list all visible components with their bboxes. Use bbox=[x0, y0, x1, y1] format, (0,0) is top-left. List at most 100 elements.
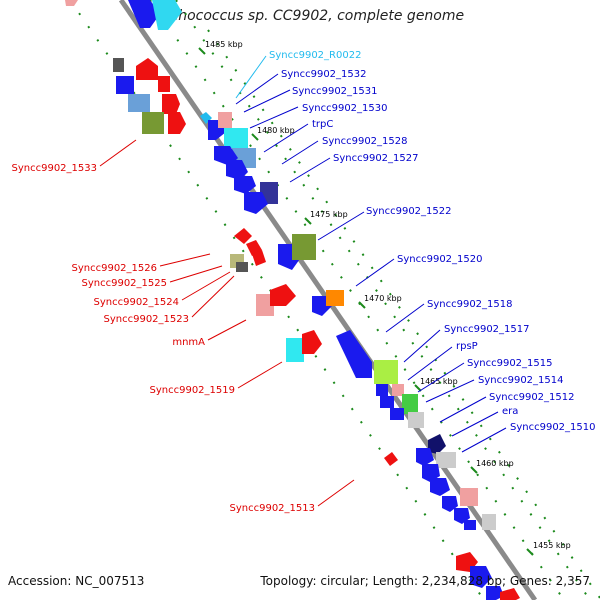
scale-mark-1455: 1455 kbp bbox=[533, 541, 571, 550]
gene-feature-1515a bbox=[376, 384, 388, 396]
gene-feature-1513 bbox=[384, 452, 398, 466]
gene-label-1510[interactable]: Syncc9902_1510 bbox=[510, 422, 596, 433]
gene-feature-1527a bbox=[226, 160, 248, 180]
topology-summary: Topology: circular; Length: 2,234,828 bp… bbox=[260, 574, 590, 588]
leader-1515 bbox=[417, 362, 465, 393]
gene-label-1517[interactable]: Syncc9902_1517 bbox=[444, 324, 530, 335]
gene-feature-1526 bbox=[234, 228, 252, 244]
gene-feature-top-clipped-1 bbox=[128, 0, 160, 28]
gene-feature-era bbox=[428, 434, 446, 454]
gene-label-1531[interactable]: Syncc9902_1531 bbox=[292, 86, 378, 97]
gene-label-1524[interactable]: Syncc9902_1524 bbox=[94, 297, 180, 308]
gene-feature-1533-e bbox=[128, 94, 150, 112]
gene-feature-1523 bbox=[236, 262, 248, 272]
gene-feature-1510 bbox=[436, 452, 456, 468]
leader-1523 bbox=[191, 275, 235, 318]
gene-feature-1519b bbox=[302, 330, 322, 354]
gene-label-r0022[interactable]: Syncc9902_R0022 bbox=[269, 50, 361, 61]
gene-label-1533[interactable]: Syncc9902_1533 bbox=[12, 163, 98, 174]
gene-feature-bottom-3 bbox=[486, 586, 504, 600]
gene-feature-1517 bbox=[374, 360, 398, 384]
gene-label-trpc[interactable]: trpC bbox=[312, 119, 333, 130]
scale-mark-1465: 1465 kbp bbox=[420, 377, 458, 386]
gene-feature-1520b bbox=[326, 290, 344, 306]
leader-1527 bbox=[289, 157, 331, 183]
scale-tick-1480 bbox=[251, 133, 259, 141]
scale-mark-1480: 1480 kbp bbox=[257, 126, 295, 135]
gene-label-1523[interactable]: Syncc9902_1523 bbox=[104, 314, 190, 325]
gene-feature-bottom-2 bbox=[470, 566, 492, 588]
leader-1514 bbox=[425, 379, 475, 403]
leader-era bbox=[451, 411, 499, 437]
gene-feature-1514 bbox=[402, 394, 418, 414]
gene-label-1520[interactable]: Syncc9902_1520 bbox=[397, 254, 483, 265]
gene-label-rpsp[interactable]: rpsP bbox=[456, 341, 478, 352]
scale-tick-1465 bbox=[414, 384, 422, 392]
gene-label-1518[interactable]: Syncc9902_1518 bbox=[427, 299, 513, 310]
gene-feature-1533-c bbox=[116, 76, 134, 94]
leader-1528 bbox=[281, 140, 319, 165]
scale-tick-1485 bbox=[198, 47, 206, 55]
scale-mark-1470: 1470 kbp bbox=[364, 294, 402, 303]
scale-marks: 1485 kbp 1480 kbp 1475 kbp 1470 kbp 1465… bbox=[198, 40, 571, 556]
gene-feature-1512b bbox=[390, 408, 404, 420]
gene-feature-1533-d bbox=[158, 76, 170, 92]
leader-mnma bbox=[207, 319, 247, 341]
gene-feature-top-clipped-3 bbox=[65, 0, 78, 6]
leader-rpsp bbox=[407, 346, 453, 381]
gene-label-1530[interactable]: Syncc9902_1530 bbox=[302, 103, 388, 114]
gene-feature-1533-h bbox=[168, 112, 186, 134]
gene-feature-1533-a bbox=[113, 58, 124, 72]
gene-label-1527[interactable]: Syncc9902_1527 bbox=[333, 153, 419, 164]
gene-label-1515[interactable]: Syncc9902_1515 bbox=[467, 358, 553, 369]
scale-mark-1475: 1475 kbp bbox=[310, 210, 348, 219]
genome-title: Synechococcus sp. CC9902, complete genom… bbox=[135, 8, 465, 24]
gene-feature-1519a bbox=[286, 338, 304, 362]
leader-1522 bbox=[317, 211, 365, 241]
leader-r0022 bbox=[235, 55, 267, 99]
gene-label-1525[interactable]: Syncc9902_1525 bbox=[82, 278, 168, 289]
gene-feature-mnma-a bbox=[256, 294, 274, 316]
leader-1533 bbox=[99, 139, 137, 167]
gene-feature-bottom-4 bbox=[500, 588, 520, 600]
scale-tick-1470 bbox=[358, 301, 366, 309]
gene-feature-top-clipped-2 bbox=[152, 0, 182, 30]
gene-label-era[interactable]: era bbox=[502, 406, 518, 417]
leader-1512 bbox=[439, 396, 487, 423]
scale-mark-1485: 1485 kbp bbox=[205, 40, 243, 49]
gene-label-1519[interactable]: Syncc9902_1519 bbox=[150, 385, 236, 396]
gene-feature-1522b bbox=[292, 234, 316, 260]
gene-feature-lower-5 bbox=[482, 514, 496, 530]
gene-label-1528[interactable]: Syncc9902_1528 bbox=[322, 136, 408, 147]
gene-feature-1527b bbox=[234, 176, 256, 194]
gene-label-1522[interactable]: Syncc9902_1522 bbox=[366, 206, 452, 217]
gene-label-1526[interactable]: Syncc9902_1526 bbox=[72, 263, 158, 274]
gene-features bbox=[65, 0, 520, 600]
gene-label-1514[interactable]: Syncc9902_1514 bbox=[478, 375, 564, 386]
gene-label-1513[interactable]: Syncc9902_1513 bbox=[230, 503, 316, 514]
gene-feature-rpsp bbox=[392, 384, 404, 396]
scale-tick-1475 bbox=[304, 217, 312, 225]
gene-label-1532[interactable]: Syncc9902_1532 bbox=[281, 69, 367, 80]
leader-1518 bbox=[385, 303, 425, 333]
gene-feature-mnma-b bbox=[270, 284, 296, 306]
leader-1517 bbox=[403, 329, 441, 363]
gene-label-mnma[interactable]: mnmA bbox=[172, 337, 205, 348]
leader-1520 bbox=[355, 258, 395, 287]
gene-feature-1533-f bbox=[162, 94, 180, 114]
leader-1510 bbox=[461, 427, 507, 453]
gene-feature-1510b bbox=[416, 448, 434, 466]
gene-feature-lower-2 bbox=[460, 488, 478, 506]
gene-feature-1531 bbox=[218, 112, 232, 128]
gene-feature-lower-6 bbox=[464, 520, 476, 530]
gene-label-1512[interactable]: Syncc9902_1512 bbox=[489, 392, 575, 403]
gene-feature-1527d bbox=[244, 192, 268, 214]
gene-feature-1533-g bbox=[142, 112, 164, 134]
leader-1532 bbox=[235, 73, 279, 105]
leader-lines bbox=[99, 55, 507, 507]
scale-tick-1455 bbox=[526, 548, 534, 556]
leader-trpc bbox=[263, 123, 309, 153]
gene-feature-1524b bbox=[252, 250, 266, 266]
